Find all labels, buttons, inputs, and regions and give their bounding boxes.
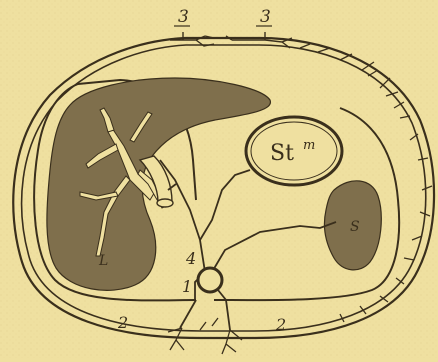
label-top-right: 3 <box>260 7 271 27</box>
label-node-4: 4 <box>185 249 196 268</box>
label-spleen: S <box>350 219 360 235</box>
label-bottom-right: 2 <box>275 315 286 334</box>
label-bottom-left: 2 <box>117 313 128 332</box>
label-liver: L <box>98 253 108 269</box>
stomach <box>246 117 342 185</box>
aorta-circle <box>198 268 222 292</box>
label-top-left: 3 <box>178 7 189 27</box>
label-stomach: St <box>270 141 294 166</box>
label-stomach-superscript: m <box>303 138 315 153</box>
label-node-1: 1 <box>182 277 192 296</box>
